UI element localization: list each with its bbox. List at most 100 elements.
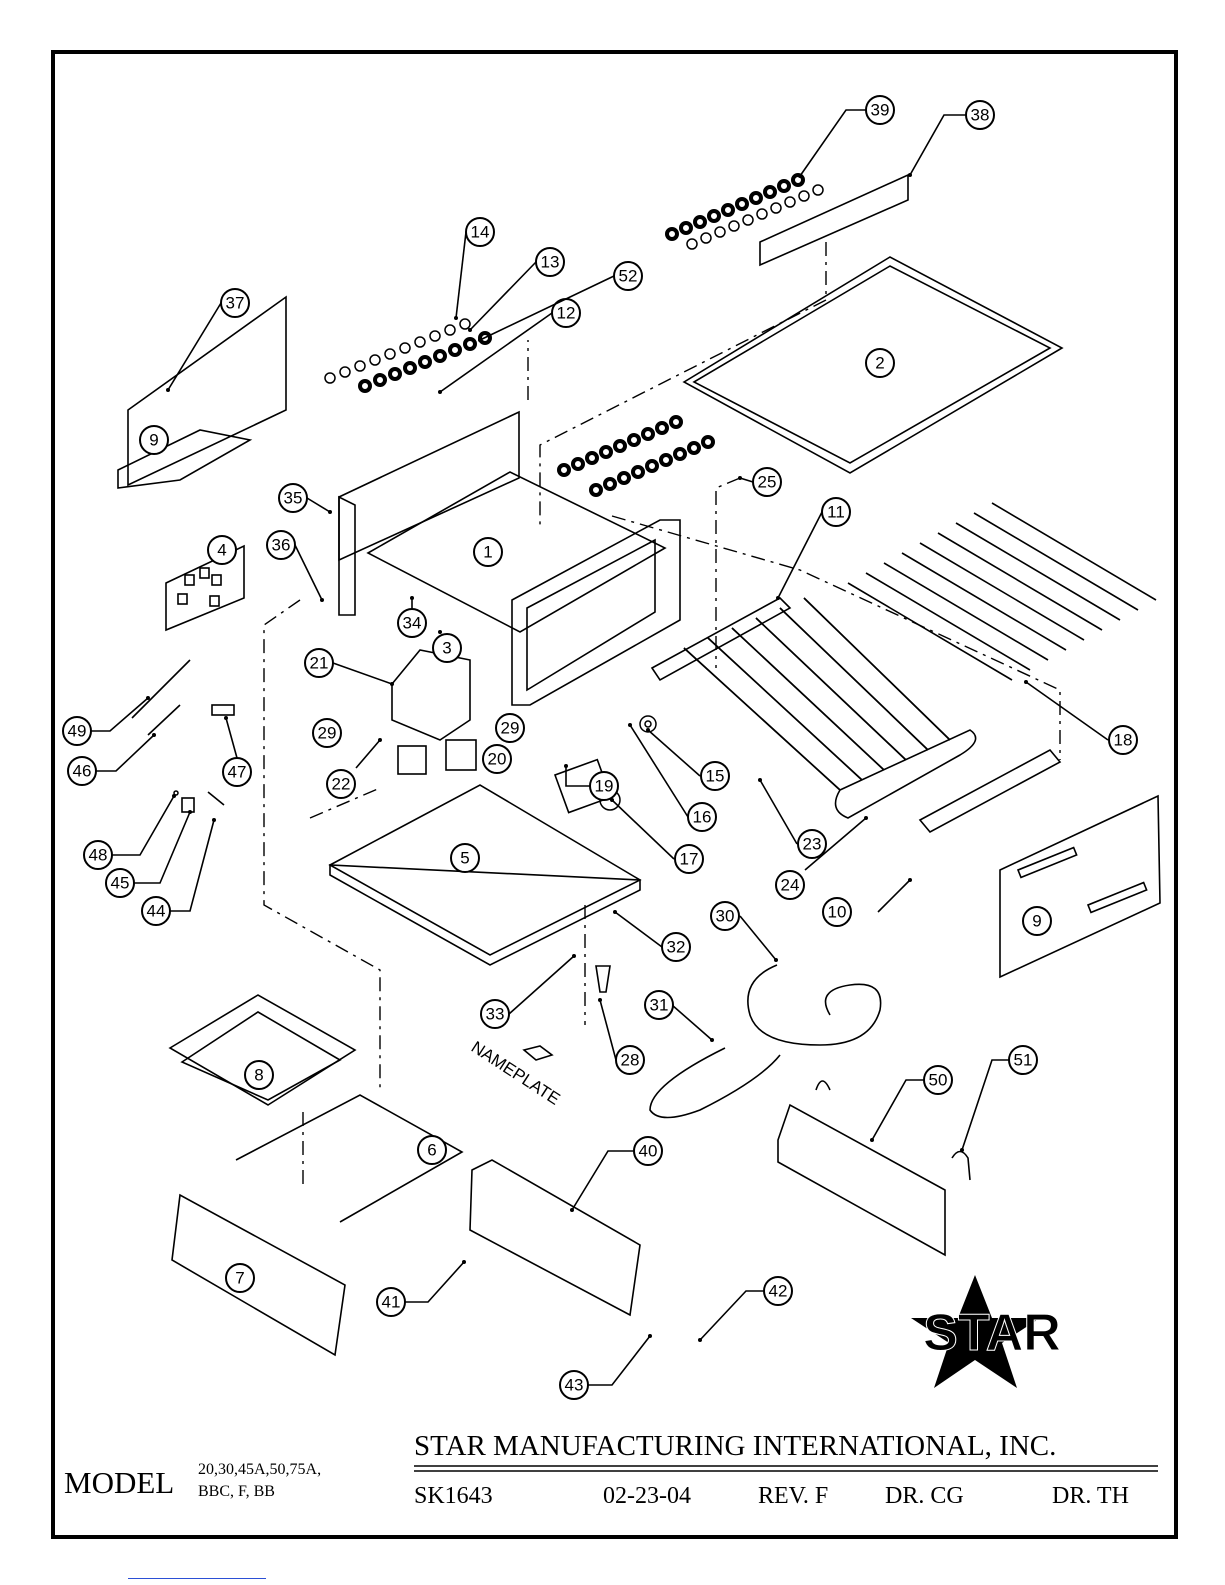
callout-number: 48 — [89, 846, 108, 865]
callout-17: 17 — [675, 845, 703, 873]
callout-number: 15 — [706, 767, 725, 786]
callout-arrowhead-10 — [908, 878, 912, 882]
callout-52: 52 — [614, 262, 642, 290]
callout-arrowhead-13 — [468, 328, 472, 332]
callout-49: 49 — [63, 717, 91, 745]
checked-by: DR. TH — [1052, 1483, 1129, 1509]
ring-group-13-14 — [325, 319, 490, 391]
callout-50: 50 — [924, 1066, 952, 1094]
callouts: 1234567899101112131415161718192021222324… — [63, 96, 1137, 1399]
callout-arrowhead-22 — [378, 738, 382, 742]
callout-leader-32 — [615, 912, 662, 947]
callout-number: 36 — [272, 536, 291, 555]
callout-34: 34 — [398, 609, 426, 637]
callout-45: 45 — [106, 869, 134, 897]
callout-number: 51 — [1014, 1051, 1033, 1070]
callout-number: 23 — [803, 835, 822, 854]
callout-48: 48 — [84, 841, 112, 869]
callout-16: 16 — [688, 803, 716, 831]
callout-arrowhead-30 — [774, 958, 778, 962]
callout-arrowhead-31 — [710, 1038, 714, 1042]
callout-number: 9 — [149, 431, 158, 450]
callout-44: 44 — [142, 897, 170, 925]
callout-leader-15 — [648, 730, 700, 776]
callout-number: 13 — [541, 253, 560, 272]
callout-number: 35 — [284, 489, 303, 508]
part-drawings — [118, 175, 1160, 1355]
callout-arrowhead-38 — [908, 173, 912, 177]
drawn-by: DR. CG — [885, 1483, 964, 1509]
callout-number: 32 — [667, 938, 686, 957]
callout-arrowhead-12 — [438, 390, 442, 394]
callout-29: 29 — [313, 719, 341, 747]
title-block: STAR MANUFACTURING INTERNATIONAL, INC. M… — [64, 1430, 1158, 1509]
callout-leader-39 — [800, 110, 866, 176]
callout-arrowhead-21 — [390, 682, 394, 686]
callout-leader-31 — [672, 1005, 712, 1040]
callout-number: 18 — [1114, 731, 1133, 750]
callout-arrowhead-46 — [152, 733, 156, 737]
callout-leader-21 — [333, 663, 392, 684]
callout-leader-52 — [480, 276, 614, 340]
drawing-date: 02-23-04 — [603, 1483, 691, 1509]
callout-number: 28 — [621, 1051, 640, 1070]
callout-leader-18 — [1026, 682, 1108, 740]
callout-14: 14 — [466, 218, 494, 246]
callout-number: 6 — [427, 1141, 436, 1160]
callout-47: 47 — [223, 758, 251, 786]
callout-leader-30 — [740, 916, 776, 960]
callout-number: 10 — [828, 903, 847, 922]
model-numbers-line1: 20,30,45A,50,75A, — [198, 1461, 321, 1478]
callout-40: 40 — [634, 1137, 662, 1165]
callout-number: 9 — [1032, 912, 1041, 931]
callout-24: 24 — [776, 871, 804, 899]
callout-21: 21 — [305, 649, 333, 677]
callout-number: 52 — [619, 267, 638, 286]
callout-6: 6 — [418, 1136, 446, 1164]
star-logo: STAR — [905, 1275, 1075, 1388]
callout-leader-43 — [588, 1336, 650, 1385]
callout-leader-25 — [740, 478, 753, 482]
callout-13: 13 — [536, 248, 564, 276]
callout-3: 3 — [433, 634, 461, 662]
callout-arrowhead-25 — [738, 476, 742, 480]
callout-22: 22 — [327, 770, 355, 798]
callout-leader-22 — [356, 740, 380, 768]
callout-number: 22 — [332, 775, 351, 794]
callout-arrowhead-19 — [564, 764, 568, 768]
callout-number: 2 — [875, 354, 884, 373]
callout-arrowhead-35 — [328, 510, 332, 514]
callout-number: 50 — [929, 1071, 948, 1090]
callout-leader-48 — [112, 796, 174, 855]
callout-7: 7 — [226, 1264, 254, 1292]
callout-36: 36 — [267, 531, 295, 559]
callout-number: 49 — [68, 722, 87, 741]
callout-leader-50 — [872, 1080, 924, 1140]
callout-number: 21 — [310, 654, 329, 673]
callout-number: 39 — [871, 101, 890, 120]
callout-11: 11 — [822, 498, 850, 526]
callout-30: 30 — [711, 902, 739, 930]
rollers — [684, 598, 950, 790]
model-numbers-line2: BBC, F, BB — [198, 1483, 275, 1500]
callout-number: 14 — [471, 223, 490, 242]
callout-arrowhead-14 — [454, 316, 458, 320]
callout-41: 41 — [377, 1288, 405, 1316]
callout-8: 8 — [245, 1061, 273, 1089]
callout-number: 47 — [228, 763, 247, 782]
callout-number: 38 — [971, 106, 990, 125]
callout-leader-41 — [405, 1262, 464, 1302]
callout-arrowhead-49 — [146, 696, 150, 700]
callout-leader-37 — [168, 303, 221, 390]
callout-number: 12 — [557, 304, 576, 323]
callout-37: 37 — [221, 289, 249, 317]
callout-number: 17 — [680, 850, 699, 869]
revision: REV. F — [758, 1483, 828, 1509]
callout-number: 31 — [650, 996, 669, 1015]
callout-leader-44 — [170, 820, 214, 911]
ring-group-39 — [667, 175, 823, 249]
logo-text: STAR — [923, 1304, 1061, 1362]
callout-arrowhead-18 — [1024, 680, 1028, 684]
callout-arrowhead-44 — [212, 818, 216, 822]
callout-arrowhead-28 — [598, 998, 602, 1002]
